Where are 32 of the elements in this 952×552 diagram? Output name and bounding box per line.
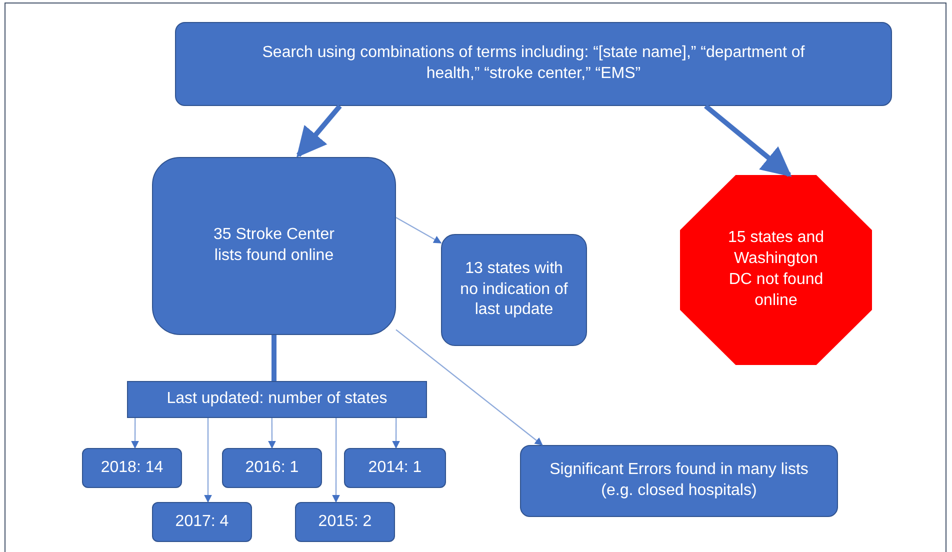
arrow — [131, 418, 140, 449]
connector-line — [272, 335, 276, 381]
year-box — [222, 448, 322, 488]
finding-box — [520, 445, 838, 517]
stop-octagon — [680, 175, 872, 365]
box-label: 2014: 1 — [368, 458, 422, 478]
box-label: Last updated: number of states — [166, 389, 388, 410]
year-box — [152, 502, 252, 542]
arrow — [392, 418, 400, 449]
box-label: 35 Stroke Center lists found online — [212, 225, 336, 266]
arrow — [296, 104, 342, 158]
box-label: Search using combinations of terms including: “[state name],” “department of health,” “stroke center,” “EMS” — [261, 43, 806, 84]
arrow — [204, 418, 212, 503]
arrow — [704, 104, 792, 177]
box-label: 15 states and Washington DC not found online — [726, 228, 826, 311]
box-label: 2017: 4 — [175, 512, 229, 532]
category-box — [127, 381, 427, 418]
box-label: 13 states with no indication of last update — [460, 258, 568, 320]
result-box — [441, 234, 587, 346]
arrow — [332, 418, 340, 503]
box-label: 2015: 2 — [318, 512, 372, 532]
search-process-box — [175, 22, 892, 106]
box-label: Significant Errors found in many lists (e.g. closed hospitals) — [548, 460, 810, 501]
arrow — [396, 217, 442, 244]
year-box — [82, 448, 182, 488]
year-box — [344, 448, 446, 488]
box-label: 2016: 1 — [245, 458, 299, 478]
box-label: 2018: 14 — [100, 458, 164, 478]
arrow — [396, 329, 543, 446]
result-box — [152, 157, 396, 335]
arrow — [268, 418, 276, 449]
year-box — [295, 502, 395, 542]
